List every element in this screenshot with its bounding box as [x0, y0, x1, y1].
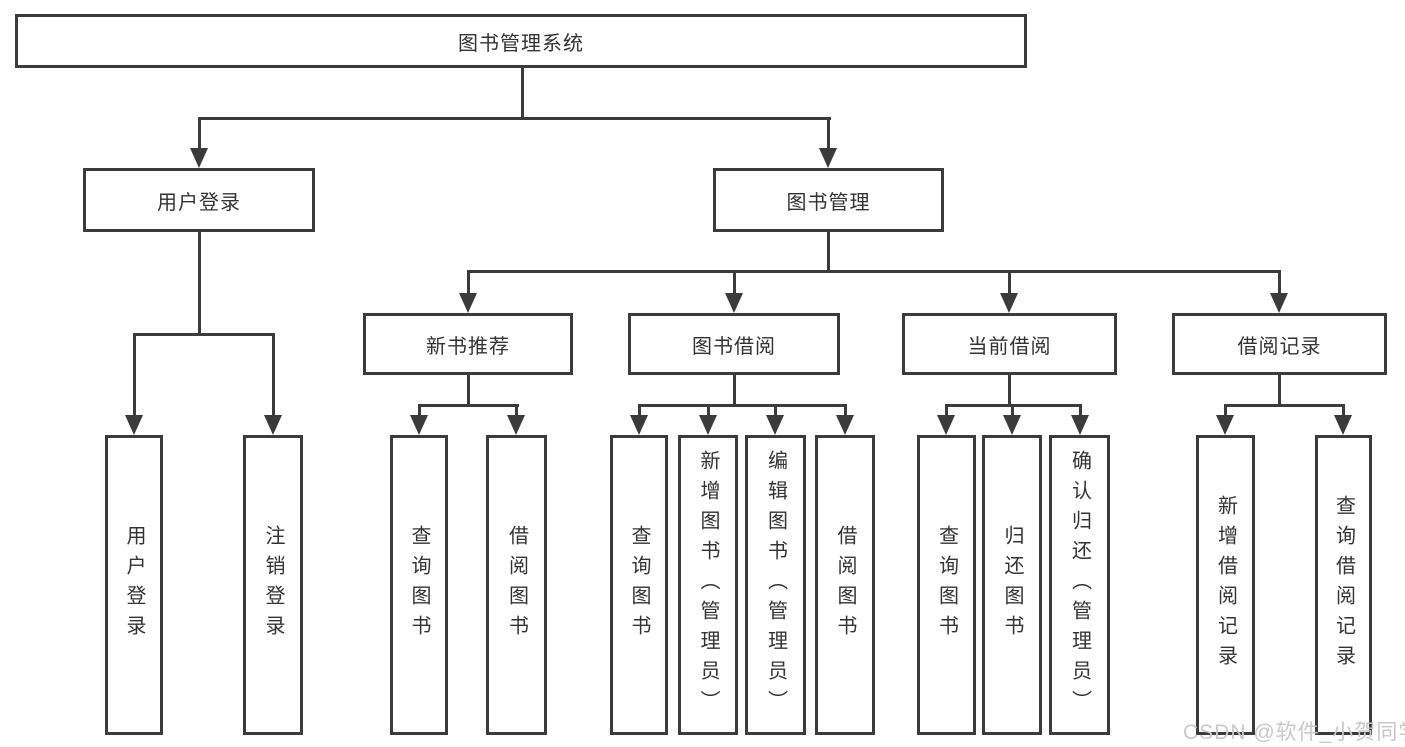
hline [197, 117, 831, 120]
leaf-current-query-books-label: 查询图书 [935, 525, 958, 645]
leaf-current-confirm-return-admin: 确认归还（管理员） [1049, 435, 1110, 735]
vline [637, 404, 641, 417]
leaf-records-add-record-label: 新增借阅记录 [1214, 495, 1237, 675]
arrow-down-icon [264, 415, 282, 435]
leaf-newbooks-query-books-label: 查询图书 [408, 525, 430, 645]
hline [1223, 404, 1344, 407]
arrow-down-icon [410, 415, 428, 435]
leaf-records-query-record-label: 查询借阅记录 [1332, 495, 1355, 675]
node-user-login: 用户登录 [83, 168, 315, 232]
vline [1007, 375, 1011, 407]
vline [1277, 375, 1281, 407]
leaf-user-login-label: 用户登录 [123, 525, 145, 645]
vline [1341, 404, 1345, 417]
leaf-logout-label: 注销登录 [262, 525, 284, 645]
leaf-records-query-record: 查询借阅记录 [1315, 435, 1372, 735]
node-book-borrow-label: 图书借阅 [692, 335, 776, 358]
vline [843, 404, 847, 417]
vline [1078, 404, 1082, 417]
arrow-down-icon [507, 415, 525, 435]
arrow-down-icon [190, 148, 208, 168]
arrow-down-icon [1334, 415, 1352, 435]
vline [417, 404, 421, 417]
arrow-down-icon [459, 293, 477, 313]
node-user-login-label: 用户登录 [157, 191, 241, 214]
leaf-newbooks-borrow-books: 借阅图书 [486, 435, 547, 735]
leaf-logout: 注销登录 [243, 435, 303, 735]
node-new-book-recommend: 新书推荐 [363, 313, 573, 375]
arrow-down-icon [836, 415, 854, 435]
node-borrow-records-label: 借阅记录 [1237, 335, 1322, 358]
vline [732, 270, 736, 295]
node-borrow-records: 借阅记录 [1172, 313, 1387, 375]
vline [520, 68, 524, 119]
vline [1277, 270, 1281, 295]
arrow-down-icon [937, 415, 955, 435]
leaf-current-confirm-return-admin-label: 确认归还（管理员） [1068, 450, 1091, 720]
node-current-borrow: 当前借阅 [902, 313, 1117, 375]
vline [826, 117, 830, 151]
leaf-borrow-query-books: 查询图书 [610, 435, 668, 735]
vline [197, 117, 201, 151]
watermark: CSDN @软件_小贺同学 [1183, 721, 1405, 744]
arrow-down-icon [1071, 415, 1089, 435]
leaf-records-add-record: 新增借阅记录 [1196, 435, 1255, 735]
leaf-user-login: 用户登录 [105, 435, 163, 735]
vline [826, 232, 830, 273]
vline [197, 232, 201, 336]
arrow-down-icon [819, 148, 837, 168]
leaf-current-query-books: 查询图书 [917, 435, 976, 735]
node-root: 图书管理系统 [15, 14, 1027, 68]
arrow-down-icon [630, 415, 648, 435]
hline [637, 404, 847, 407]
vline [271, 333, 275, 417]
vline [466, 270, 470, 295]
hline [132, 333, 275, 336]
vline [732, 375, 736, 407]
node-book-management-label: 图书管理 [786, 191, 871, 214]
vline [132, 333, 136, 417]
leaf-borrow-edit-books-admin-label: 编辑图书（管理员） [764, 450, 787, 720]
node-root-label: 图书管理系统 [458, 32, 584, 55]
node-book-borrow: 图书借阅 [628, 313, 840, 375]
vline [1010, 404, 1014, 417]
arrow-down-icon [1000, 293, 1018, 313]
node-book-management: 图书管理 [713, 168, 944, 232]
vline [1007, 270, 1011, 295]
leaf-borrow-add-books-admin: 新增图书（管理员） [678, 435, 738, 735]
leaf-borrow-edit-books-admin: 编辑图书（管理员） [745, 435, 806, 735]
arrow-down-icon [725, 293, 743, 313]
vline [773, 404, 777, 417]
leaf-borrow-query-books-label: 查询图书 [628, 525, 650, 645]
leaf-borrow-borrow-books: 借阅图书 [815, 435, 875, 735]
leaf-borrow-add-books-admin-label: 新增图书（管理员） [697, 450, 719, 720]
hline [417, 404, 519, 407]
arrow-down-icon [1216, 415, 1234, 435]
leaf-newbooks-query-books: 查询图书 [390, 435, 448, 735]
node-new-book-recommend-label: 新书推荐 [426, 335, 510, 358]
arrow-down-icon [1270, 293, 1288, 313]
node-current-borrow-label: 当前借阅 [967, 335, 1052, 358]
leaf-newbooks-borrow-books-label: 借阅图书 [505, 525, 528, 645]
vline [944, 404, 948, 417]
vline [514, 404, 518, 417]
arrow-down-icon [125, 415, 143, 435]
arrow-down-icon [766, 415, 784, 435]
hline [466, 270, 1281, 273]
vline [706, 404, 710, 417]
vline [1223, 404, 1227, 417]
leaf-current-return-books-label: 归还图书 [1001, 525, 1023, 645]
leaf-borrow-borrow-books-label: 借阅图书 [834, 525, 856, 645]
leaf-current-return-books: 归还图书 [982, 435, 1042, 735]
arrow-down-icon [1003, 415, 1021, 435]
vline [466, 375, 470, 407]
arrow-down-icon [699, 415, 717, 435]
